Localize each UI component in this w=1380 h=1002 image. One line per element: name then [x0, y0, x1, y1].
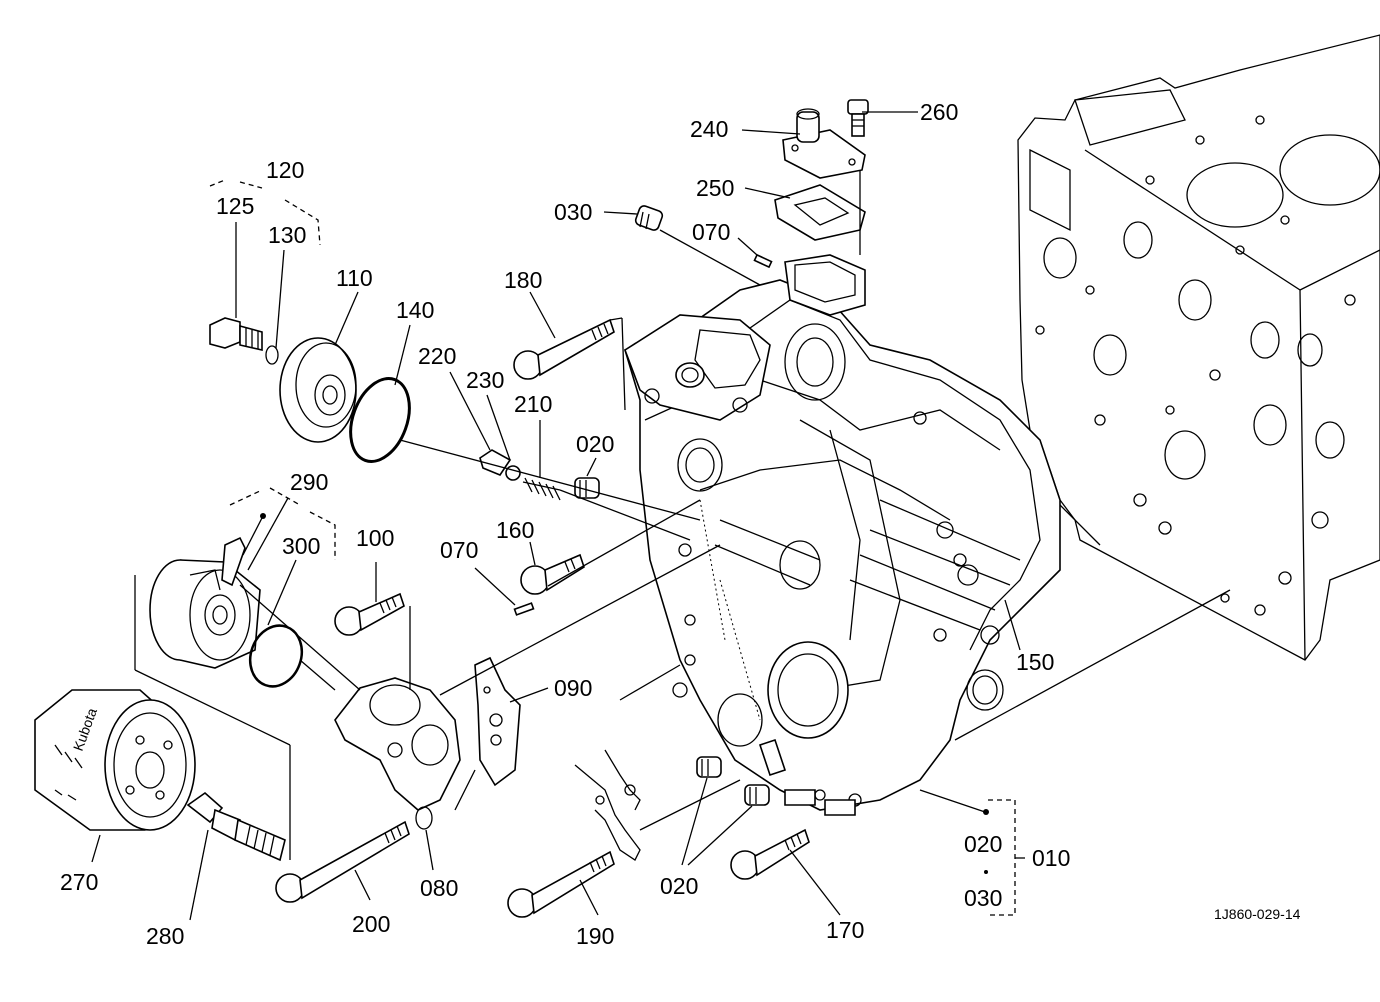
part-280-union	[186, 791, 286, 862]
part-100-bolt	[334, 592, 405, 636]
part-230-ball	[505, 465, 521, 481]
part-290-oil-cooler	[149, 536, 261, 669]
label-030-b: 030	[964, 885, 1002, 911]
label-125: 125	[216, 193, 254, 219]
label-270: 270	[60, 869, 98, 895]
label-070-a: 070	[692, 219, 730, 245]
label-020-a: 020	[576, 431, 614, 457]
part-110-filter-head	[279, 337, 357, 443]
label-010: 010	[1032, 845, 1070, 871]
label-280: 280	[146, 923, 184, 949]
part-170-bolt	[730, 828, 810, 880]
leader-lines	[91, 111, 1231, 921]
label-250: 250	[696, 175, 734, 201]
reference-code: 1J860-029-14	[1214, 906, 1301, 922]
part-080-oring	[415, 806, 433, 830]
label-220: 220	[418, 343, 456, 369]
part-300-oring	[248, 624, 304, 688]
label-210: 210	[514, 391, 552, 417]
label-030-a: 030	[554, 199, 592, 225]
label-290: 290	[290, 469, 328, 495]
label-240: 240	[690, 116, 728, 142]
label-090: 090	[554, 675, 592, 701]
gear-case	[624, 254, 1061, 816]
label-120: 120	[266, 157, 304, 183]
part-210-spring	[522, 477, 561, 501]
part-125-bolt	[209, 317, 263, 352]
part-180-bolt	[513, 318, 615, 380]
label-300: 300	[282, 533, 320, 559]
label-150: 150	[1016, 649, 1054, 675]
part-270-oil-filter: Kubota	[34, 689, 196, 831]
part-030-plug	[634, 205, 664, 231]
part-130-oring	[265, 345, 279, 365]
label-080: 080	[420, 875, 458, 901]
label-170: 170	[826, 917, 864, 943]
lever-bracket	[574, 749, 641, 861]
group-brackets	[209, 179, 1025, 916]
cylinder-block	[1017, 34, 1380, 661]
part-140-oring	[349, 377, 411, 463]
part-020-plug-c	[744, 784, 770, 806]
label-020-b: 020	[660, 873, 698, 899]
label-140: 140	[396, 297, 434, 323]
label-020-c: 020	[964, 831, 1002, 857]
part-090-gasket	[474, 656, 521, 787]
part-160-bolt	[520, 553, 585, 595]
label-070-b: 070	[440, 537, 478, 563]
label-180: 180	[504, 267, 542, 293]
label-100: 100	[356, 525, 394, 551]
part-020-plug-a	[574, 477, 600, 499]
label-230: 230	[466, 367, 504, 393]
oil-pump-housing	[334, 677, 461, 811]
part-260-bolt	[847, 99, 869, 137]
part-240-flange	[782, 108, 866, 179]
label-200: 200	[352, 911, 390, 937]
label-160: 160	[496, 517, 534, 543]
part-070-pin-a	[753, 253, 773, 269]
part-200-bolt	[275, 820, 410, 903]
label-110: 110	[336, 265, 373, 291]
label-130: 130	[268, 222, 306, 248]
label-190: 190	[576, 923, 614, 949]
part-190-bolt	[507, 850, 615, 918]
part-070-pin-b	[513, 602, 535, 616]
part-250-gasket	[774, 184, 866, 241]
part-labels: 120 125 130 110 140 180 220 230 210 020 …	[60, 99, 1301, 949]
part-020-plug-b	[696, 756, 722, 778]
label-260: 260	[920, 99, 958, 125]
